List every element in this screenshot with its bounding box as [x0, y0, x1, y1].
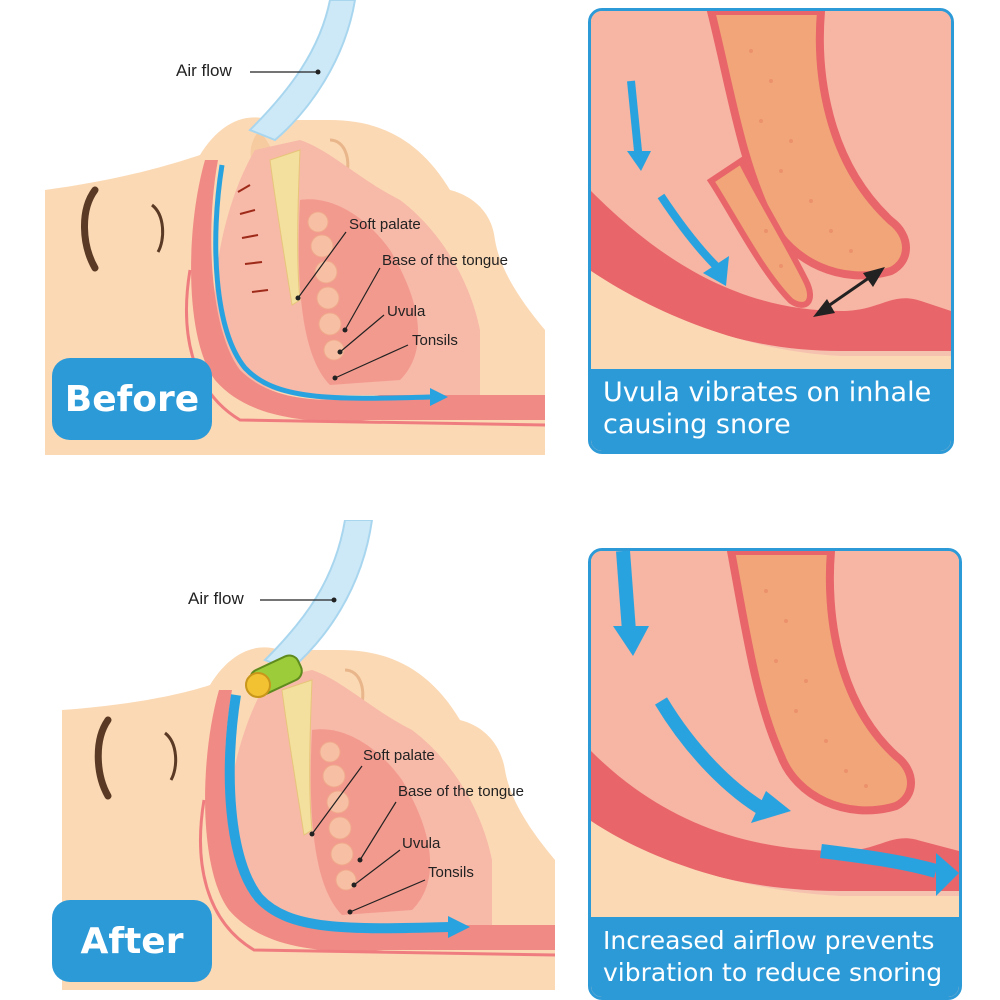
- airflow-arrow-icon: [430, 388, 448, 406]
- before-air-flow-label: Air flow: [176, 61, 232, 80]
- after-tonsils-label: Tonsils: [428, 864, 474, 881]
- before-base-tongue-label: Base of the tongue: [382, 252, 508, 269]
- vibration-double-arrow-icon: [813, 267, 885, 317]
- before-soft-palate-label: Soft palate: [349, 216, 421, 233]
- before-caption: Uvula vibrates on inhale causing snore: [591, 369, 951, 451]
- before-badge: Before: [52, 358, 212, 440]
- after-zoom-panel: Increased airflow prevents vibration to …: [588, 548, 962, 1000]
- after-base-tongue-label: Base of the tongue: [398, 783, 524, 800]
- nasal-dilator-icon: [245, 654, 303, 698]
- after-soft-palate-label: Soft palate: [363, 747, 435, 764]
- after-caption-line1: Increased airflow prevents: [603, 926, 935, 955]
- after-head-illustration: [62, 520, 556, 990]
- after-badge: After: [52, 900, 212, 982]
- after-caption-line2: vibration to reduce snoring: [603, 958, 943, 987]
- airflow-arrow-icon: [627, 151, 651, 171]
- before-head-panel: Air flow Soft palate Base of the tongue …: [0, 0, 560, 460]
- before-caption-line2: causing snore: [603, 409, 791, 440]
- after-air-flow-label: Air flow: [188, 589, 244, 608]
- before-zoom-panel: Uvula vibrates on inhale causing snore: [588, 8, 954, 454]
- before-tonsils-label: Tonsils: [412, 332, 458, 349]
- before-caption-line1: Uvula vibrates on inhale: [603, 377, 932, 408]
- airflow-arrow-icon: [448, 916, 470, 938]
- airflow-arrow-icon: [613, 626, 649, 656]
- after-caption: Increased airflow prevents vibration to …: [591, 917, 959, 997]
- before-uvula-label: Uvula: [387, 303, 426, 320]
- after-head-panel: Air flow Soft palate Base of the tongue …: [0, 520, 570, 1000]
- after-uvula-label: Uvula: [402, 835, 441, 852]
